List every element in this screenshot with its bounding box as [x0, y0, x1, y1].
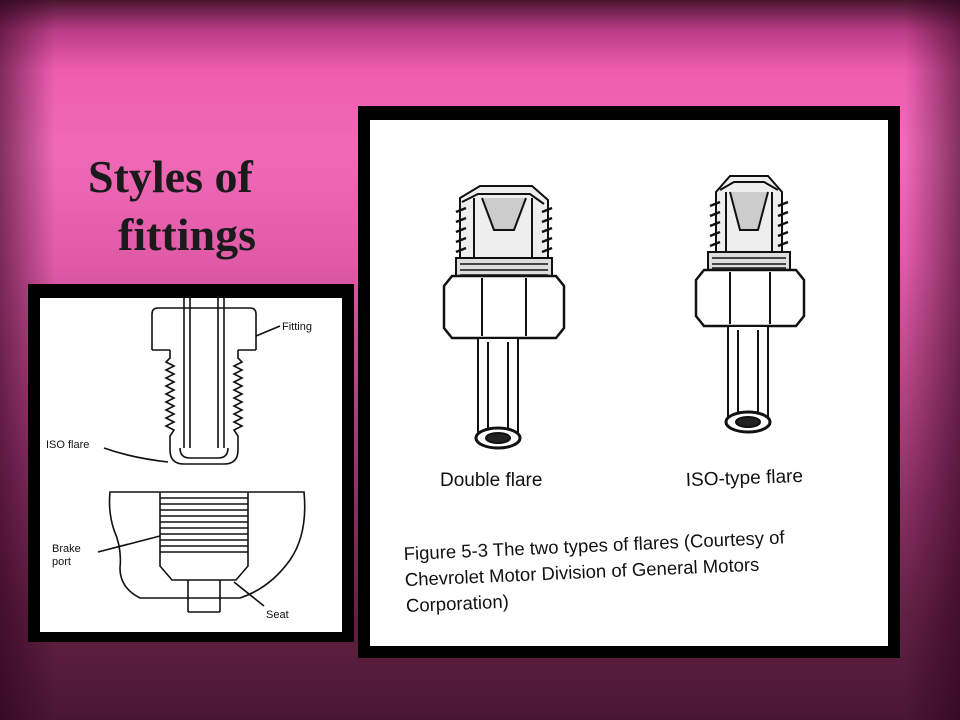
iso-flare-cross-section: Fitting ISO flare Brake port Seat [46, 298, 312, 621]
title-line-2: fittings [118, 209, 256, 260]
title-line-1: Styles of [88, 151, 253, 202]
label-iso-flare: ISO flare [46, 439, 89, 451]
label-iso-type-flare: ISO-type flare [685, 466, 803, 491]
double-flare-fitting [442, 185, 566, 450]
caption-line-3: Corporation) [406, 591, 510, 616]
flare-comparison-illustration: Double flare ISO-type flare Figure 5-3 T… [403, 175, 806, 616]
left-figure: Fitting ISO flare Brake port Seat [40, 298, 342, 632]
left-figure-frame: Fitting ISO flare Brake port Seat [28, 284, 354, 642]
label-fitting: Fitting [282, 321, 312, 333]
slide-title: Styles of fittings [88, 148, 348, 264]
right-figure: Double flare ISO-type flare Figure 5-3 T… [370, 120, 888, 646]
label-brake: Brake [52, 543, 81, 555]
label-double-flare: Double flare [440, 470, 542, 491]
iso-type-flare-fitting [694, 175, 806, 434]
right-figure-frame: Double flare ISO-type flare Figure 5-3 T… [358, 106, 900, 658]
label-port: port [52, 556, 71, 568]
label-seat: Seat [266, 609, 289, 621]
figure-caption: Figure 5-3 The two types of flares (Cour… [403, 526, 786, 616]
